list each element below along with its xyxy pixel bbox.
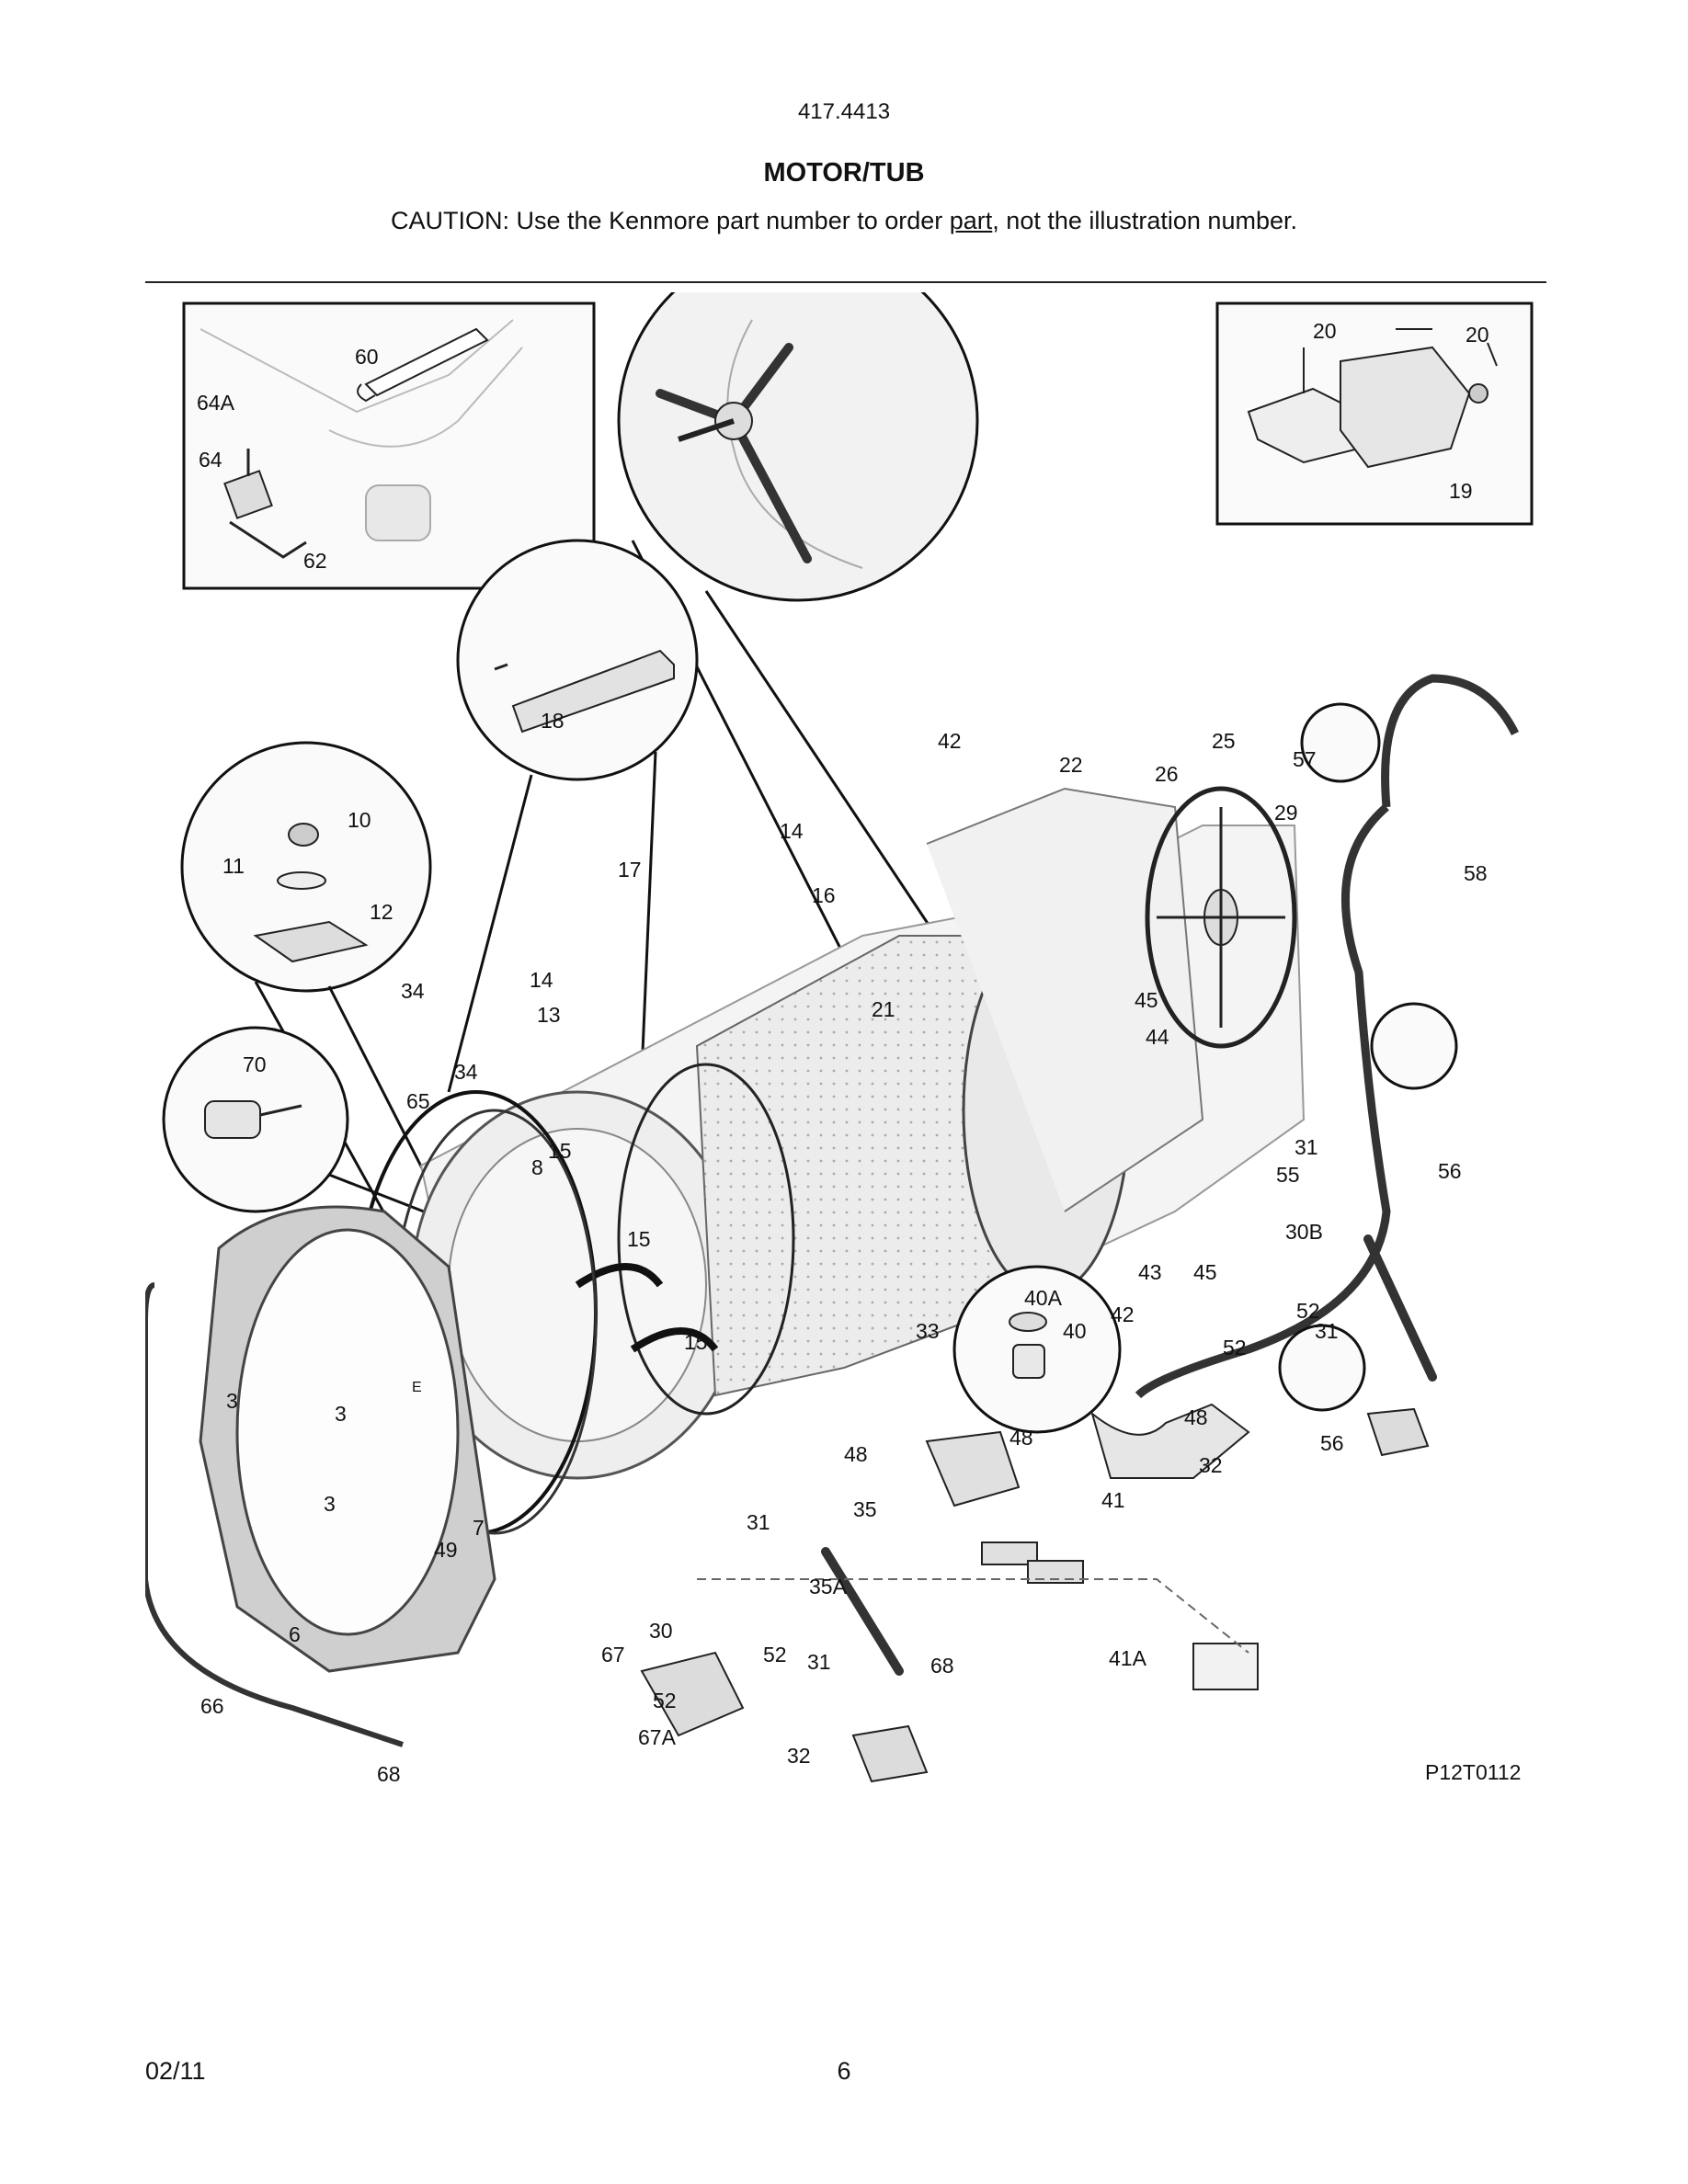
callout-55: 55 xyxy=(1276,1163,1300,1187)
callout-labels: 60 64A 64 62 20 20 19 18 17 14 14 16 42 … xyxy=(197,319,1489,1786)
callout-16: 16 xyxy=(812,883,836,907)
callout-52d: 52 xyxy=(653,1689,677,1712)
callout-31a: 31 xyxy=(1295,1135,1318,1159)
callout-40: 40 xyxy=(1063,1319,1087,1343)
callout-25: 25 xyxy=(1212,729,1236,753)
tub-assembly xyxy=(355,786,1306,1535)
callout-34b: 34 xyxy=(454,1060,478,1084)
callout-15b: 15 xyxy=(627,1227,651,1251)
callout-12: 12 xyxy=(370,900,393,924)
callout-20a: 20 xyxy=(1313,319,1337,343)
diagram-code: P12T0112 xyxy=(1425,1760,1521,1784)
callout-11: 11 xyxy=(222,854,245,878)
model-number: 417.4413 xyxy=(797,99,891,124)
callout-68a: 68 xyxy=(377,1762,401,1786)
callout-26: 26 xyxy=(1155,762,1179,786)
callout-32b: 32 xyxy=(787,1744,811,1768)
callout-48a: 48 xyxy=(844,1442,868,1466)
front-shroud xyxy=(145,1205,496,1747)
callout-31c: 31 xyxy=(747,1510,770,1534)
callout-15a: 15 xyxy=(548,1139,572,1163)
callout-64: 64 xyxy=(199,448,222,472)
inset-mounting-bracket xyxy=(182,301,596,590)
callout-65: 65 xyxy=(406,1089,430,1113)
callout-52b: 52 xyxy=(1223,1336,1247,1359)
magnifier-bracket-17 xyxy=(447,539,699,1093)
callout-49: 49 xyxy=(434,1538,458,1562)
page-title: MOTOR/TUB xyxy=(763,158,925,188)
callout-45a: 45 xyxy=(1135,988,1158,1012)
callout-48c: 48 xyxy=(1184,1405,1208,1429)
callout-35: 35 xyxy=(853,1497,877,1521)
header-rule xyxy=(145,281,1546,283)
callout-57: 57 xyxy=(1293,747,1317,771)
drain-hose xyxy=(1135,674,1520,1412)
callout-67A: 67A xyxy=(638,1725,677,1749)
callout-31d: 31 xyxy=(807,1650,831,1674)
callout-3c: 3 xyxy=(324,1492,336,1516)
callout-14b: 14 xyxy=(530,968,553,992)
callout-6: 6 xyxy=(289,1622,301,1646)
callout-10: 10 xyxy=(348,808,371,832)
callout-70: 70 xyxy=(243,1052,267,1076)
callout-34a: 34 xyxy=(401,979,425,1003)
callout-8: 8 xyxy=(531,1155,543,1179)
callout-20b: 20 xyxy=(1466,323,1489,347)
callout-3b: 3 xyxy=(335,1402,347,1426)
caution-text-end: , not the illustration number. xyxy=(992,207,1297,234)
pump-components xyxy=(640,1234,1437,1783)
magnifier-nut-washer xyxy=(180,741,441,1231)
caution-note: CAUTION: Use the Kenmore part number to … xyxy=(0,207,1688,235)
caution-text: CAUTION: Use the Kenmore part number to … xyxy=(391,207,950,234)
callout-15c: 15 xyxy=(684,1330,708,1354)
callout-64A: 64A xyxy=(197,391,235,415)
footer-date: 02/11 xyxy=(145,2057,206,2085)
callout-45b: 45 xyxy=(1193,1260,1217,1284)
callout-44: 44 xyxy=(1146,1025,1169,1049)
callout-14a: 14 xyxy=(780,819,804,843)
callout-41: 41 xyxy=(1101,1488,1125,1512)
callout-31b: 31 xyxy=(1315,1319,1339,1343)
callout-29: 29 xyxy=(1274,801,1298,825)
callout-13: 13 xyxy=(537,1003,561,1027)
callout-67: 67 xyxy=(601,1643,625,1666)
callout-18: 18 xyxy=(541,709,565,733)
callout-7: 7 xyxy=(473,1516,485,1540)
caution-part-word: part xyxy=(949,207,993,234)
callout-52c: 52 xyxy=(763,1643,787,1666)
exploded-parts-diagram: 60 64A 64 62 20 20 19 18 17 14 14 16 42 … xyxy=(145,292,1534,1786)
callout-56b: 56 xyxy=(1320,1431,1344,1455)
magnifier-connector-70 xyxy=(162,1026,496,1241)
callout-56a: 56 xyxy=(1438,1159,1462,1183)
callout-48b: 48 xyxy=(1009,1426,1033,1450)
callout-3a: 3 xyxy=(226,1389,238,1413)
callout-42a: 42 xyxy=(938,729,962,753)
callout-42b: 42 xyxy=(1111,1302,1135,1326)
callout-68b: 68 xyxy=(930,1654,954,1678)
callout-30: 30 xyxy=(649,1619,673,1643)
callout-66: 66 xyxy=(200,1694,224,1718)
page-number: 6 xyxy=(837,2057,851,2085)
callout-30B: 30B xyxy=(1285,1220,1323,1244)
magnifier-drum-spider xyxy=(617,292,979,1029)
callout-43: 43 xyxy=(1138,1260,1162,1284)
callout-22: 22 xyxy=(1059,753,1083,777)
callout-41A: 41A xyxy=(1109,1646,1147,1670)
callout-58: 58 xyxy=(1464,861,1488,885)
shroud-marking: E xyxy=(412,1380,422,1395)
inset-motor-mount xyxy=(1215,301,1534,526)
callout-40A: 40A xyxy=(1024,1286,1063,1310)
callout-52a: 52 xyxy=(1296,1299,1320,1323)
callout-17: 17 xyxy=(618,858,642,882)
callout-21: 21 xyxy=(872,997,895,1021)
callout-33: 33 xyxy=(916,1319,940,1343)
callout-62: 62 xyxy=(303,549,327,573)
callout-35A: 35A xyxy=(809,1575,848,1598)
callout-60: 60 xyxy=(355,345,379,369)
callout-19: 19 xyxy=(1449,479,1473,503)
callout-32a: 32 xyxy=(1199,1453,1223,1477)
